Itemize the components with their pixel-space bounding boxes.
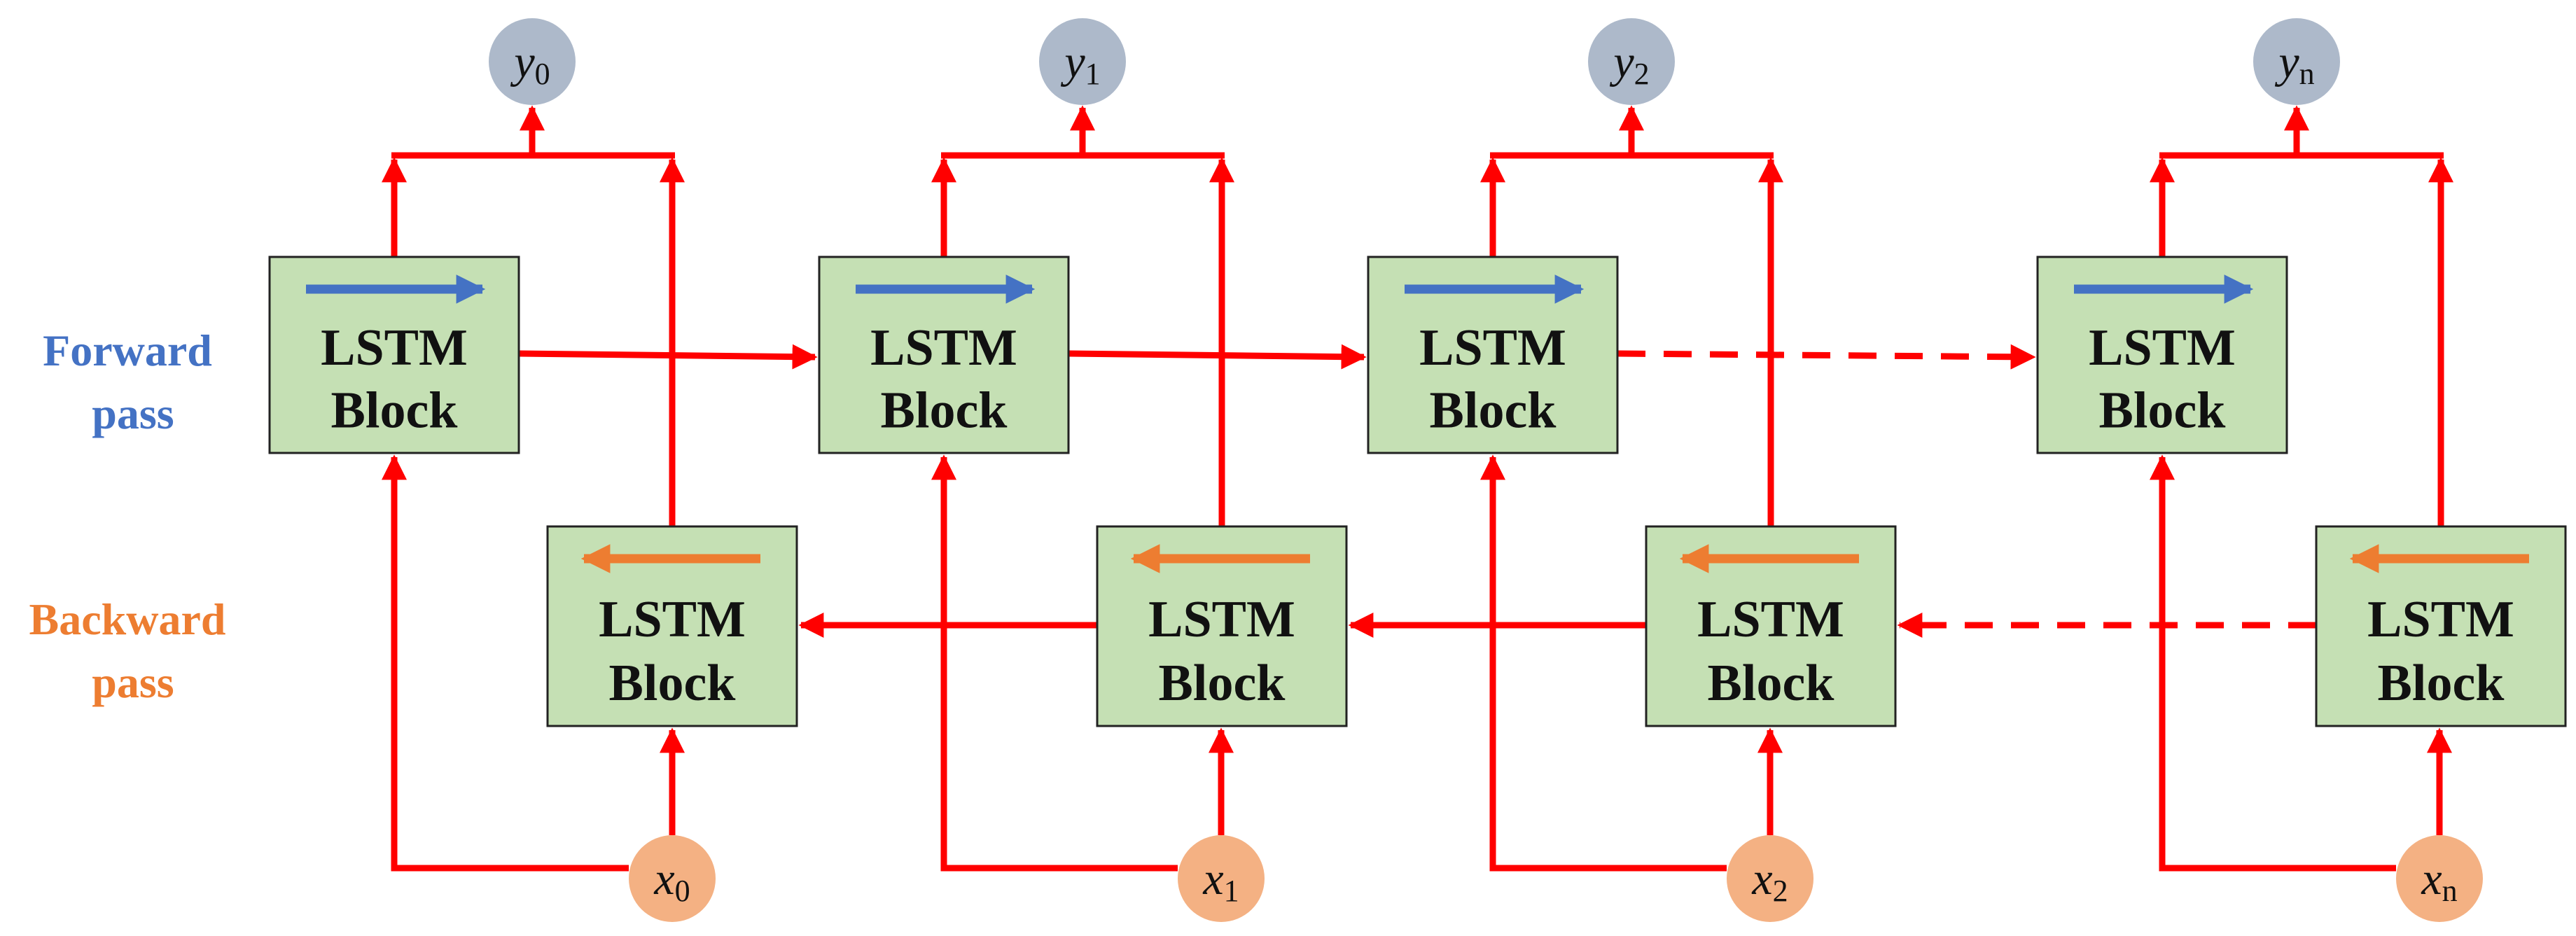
input-node-circle [1727, 835, 1813, 922]
block-label-line2: Block [331, 382, 459, 440]
connection-lines [382, 105, 2453, 872]
block-label-line2: Block [881, 382, 1008, 440]
output-node-circle [1588, 18, 1675, 105]
input-node-label: x1 [1202, 853, 1239, 908]
block-label-line1: LSTM [599, 591, 746, 648]
backward-lstm-block: LSTM Block [1645, 525, 1897, 727]
forward-recurrent-line [518, 344, 818, 370]
input-to-forward-line [2150, 454, 2396, 872]
input-node-label: x2 [1751, 853, 1788, 908]
input-nodes: x0 x1 x2 xn [629, 835, 2483, 922]
input-to-forward-line [931, 454, 1178, 872]
block-label-line2: Block [1430, 382, 1557, 440]
input-node-circle [2396, 835, 2483, 922]
forward-recurrent-line [1617, 344, 2036, 370]
output-node-circle [1039, 18, 1126, 105]
block-label-line2: Block [2378, 655, 2505, 712]
output-node-label: y2 [1609, 36, 1649, 91]
input-node-circle [1178, 835, 1265, 922]
block-label-line1: LSTM [2089, 319, 2236, 377]
input-node-circle [629, 835, 716, 922]
block-label-line1: LSTM [870, 319, 1017, 377]
output-nodes: y0 y1 y2 yn [489, 18, 2340, 105]
forward-pass-label: Forward pass [43, 326, 223, 438]
backward-lstm-block: LSTM Block [546, 525, 798, 727]
output-node: y1 [1039, 18, 1126, 105]
block-label-line2: Block [1159, 655, 1286, 712]
input-to-forward-line [1480, 454, 1727, 872]
block-label-line2: Block [1708, 655, 1835, 712]
output-node-circle [489, 18, 576, 105]
block-label-line1: LSTM [1419, 319, 1566, 377]
block-label-line2: Block [609, 655, 737, 712]
output-node-label: yn [2274, 36, 2314, 91]
input-node: x1 [1178, 835, 1265, 922]
input-to-forward-line [382, 454, 629, 872]
backward-pass-label: Backward pass [29, 594, 237, 707]
block-label-line1: LSTM [1148, 591, 1295, 648]
output-node-circle [2253, 18, 2340, 105]
output-node: yn [2253, 18, 2340, 105]
output-node: y0 [489, 18, 576, 105]
backward-lstm-block: LSTM Block [2315, 525, 2567, 727]
backward-lstm-block: LSTM Block [1096, 525, 1348, 727]
input-node: x2 [1727, 835, 1813, 922]
input-node: xn [2396, 835, 2483, 922]
input-node-label: x0 [653, 853, 690, 908]
block-label-line2: Block [2099, 382, 2227, 440]
backward-lstm-blocks: LSTM Block LSTM Block LSTM Block LSTM Block [546, 525, 2567, 727]
input-node: x0 [629, 835, 716, 922]
forward-recurrent-line [1068, 344, 1367, 370]
block-label-line1: LSTM [321, 319, 468, 377]
output-node-label: y0 [510, 36, 550, 91]
output-node-label: y1 [1060, 36, 1100, 91]
block-label-line1: LSTM [2367, 591, 2514, 648]
input-node-label: xn [2421, 853, 2457, 908]
block-label-line1: LSTM [1697, 591, 1844, 648]
output-node: y2 [1588, 18, 1675, 105]
